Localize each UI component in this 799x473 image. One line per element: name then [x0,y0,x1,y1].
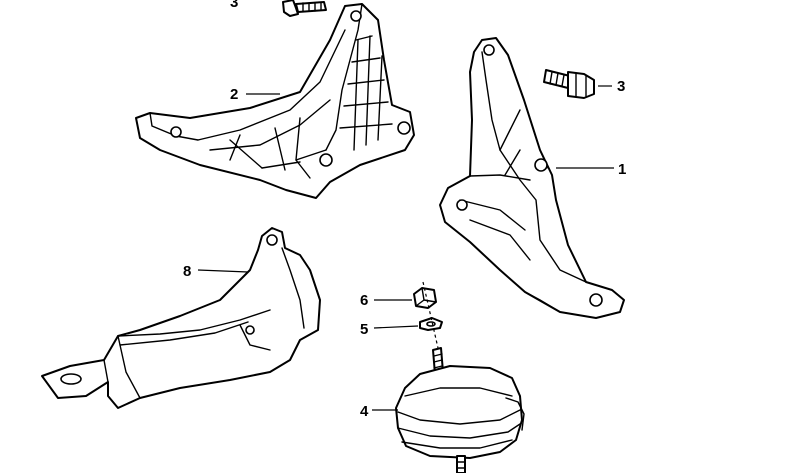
stud-axis-line [422,281,439,349]
callout-label-3-right: 3 [617,78,625,95]
engine-mount [395,347,525,473]
callout-label-3-top: 3 [230,0,238,11]
bolt-top [282,0,327,17]
engine-bracket-left [135,3,415,199]
bolt-right [543,69,595,99]
callout-label-8: 8 [183,263,191,280]
callout-label-2: 2 [230,86,238,103]
callout-label-5: 5 [360,321,368,338]
washer [419,317,443,331]
leader-line-5 [373,325,419,329]
engine-bracket-right [439,37,625,319]
leader-line-8 [197,269,249,273]
callout-label-4: 4 [360,403,369,420]
callout-label-1: 1 [618,161,626,178]
heat-shield [41,227,321,409]
callout-label-6: 6 [360,292,368,309]
nut [413,287,437,309]
